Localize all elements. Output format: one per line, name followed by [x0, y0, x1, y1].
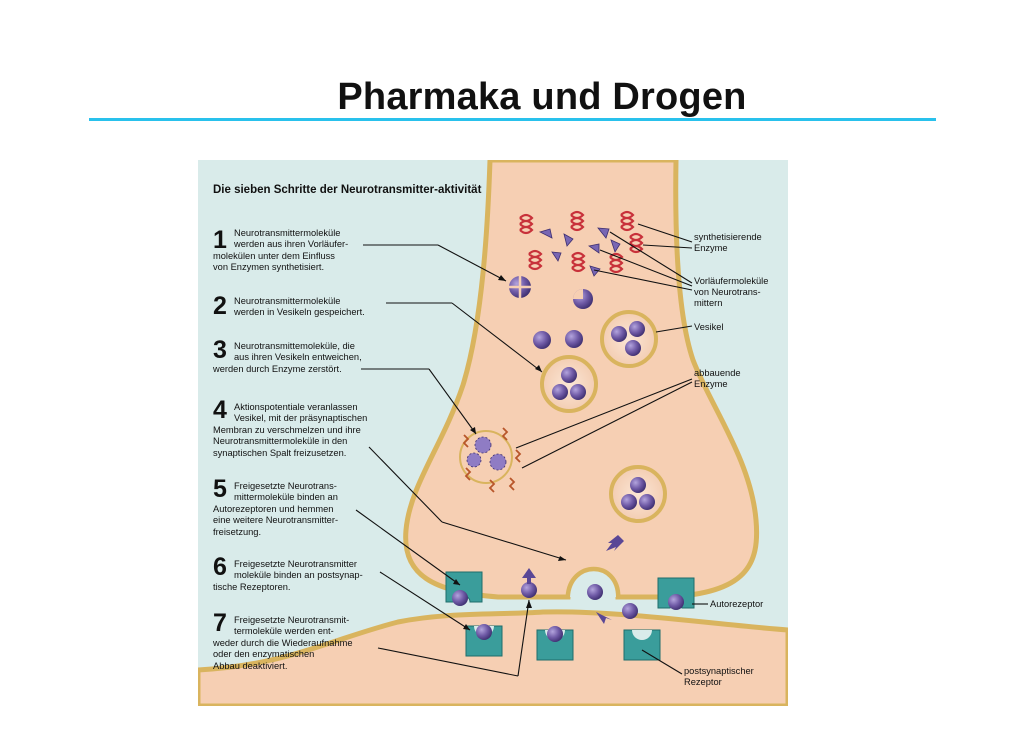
arrowheads	[453, 275, 566, 630]
step-5-text: Freigesetzte Neurotrans-mittermoleküle b…	[234, 481, 338, 503]
degrading-vesicle	[459, 427, 522, 493]
figure-heading: Die sieben Schritte der Neurotransmitter…	[213, 184, 482, 196]
step-2-number: 2	[213, 292, 227, 320]
page-title: Pharmaka und Drogen	[337, 76, 747, 118]
postsynaptic-receptors	[465, 625, 661, 661]
step-4-number: 4	[213, 396, 227, 424]
step-3-text-cont: werden durch Enzyme zerstört.	[213, 364, 342, 374]
step-7-text: Freigesetzte Neurotransmit-termoleküle w…	[234, 615, 350, 637]
precursor-molecules	[538, 227, 621, 277]
reuptake-arrow	[522, 568, 536, 584]
step-1-number: 1	[213, 226, 227, 254]
synthesizing-enzymes	[519, 210, 644, 274]
label-autoreceptor: Autorezeptor	[710, 599, 764, 609]
synthesized-molecule	[509, 276, 593, 309]
step-6-text-cont: tische Rezeptoren.	[213, 582, 291, 592]
synapse-illustration	[198, 160, 788, 706]
step-3-number: 3	[213, 336, 227, 364]
title-rule	[89, 118, 936, 121]
vesicle-1	[600, 310, 658, 368]
vesicle-2	[540, 355, 598, 413]
synapse-figure: Die sieben Schritte der Neurotransmitter…	[198, 160, 788, 706]
label-vesicle: Vesikel	[694, 322, 724, 332]
step-6-number: 6	[213, 553, 227, 581]
vesicle-3	[609, 465, 667, 523]
step-5-number: 5	[213, 475, 227, 503]
free-molecules	[533, 330, 583, 349]
leader-lines	[355, 223, 708, 677]
step-7-number: 7	[213, 609, 227, 637]
release-arrow	[606, 535, 624, 551]
fusion-pore	[566, 567, 620, 598]
